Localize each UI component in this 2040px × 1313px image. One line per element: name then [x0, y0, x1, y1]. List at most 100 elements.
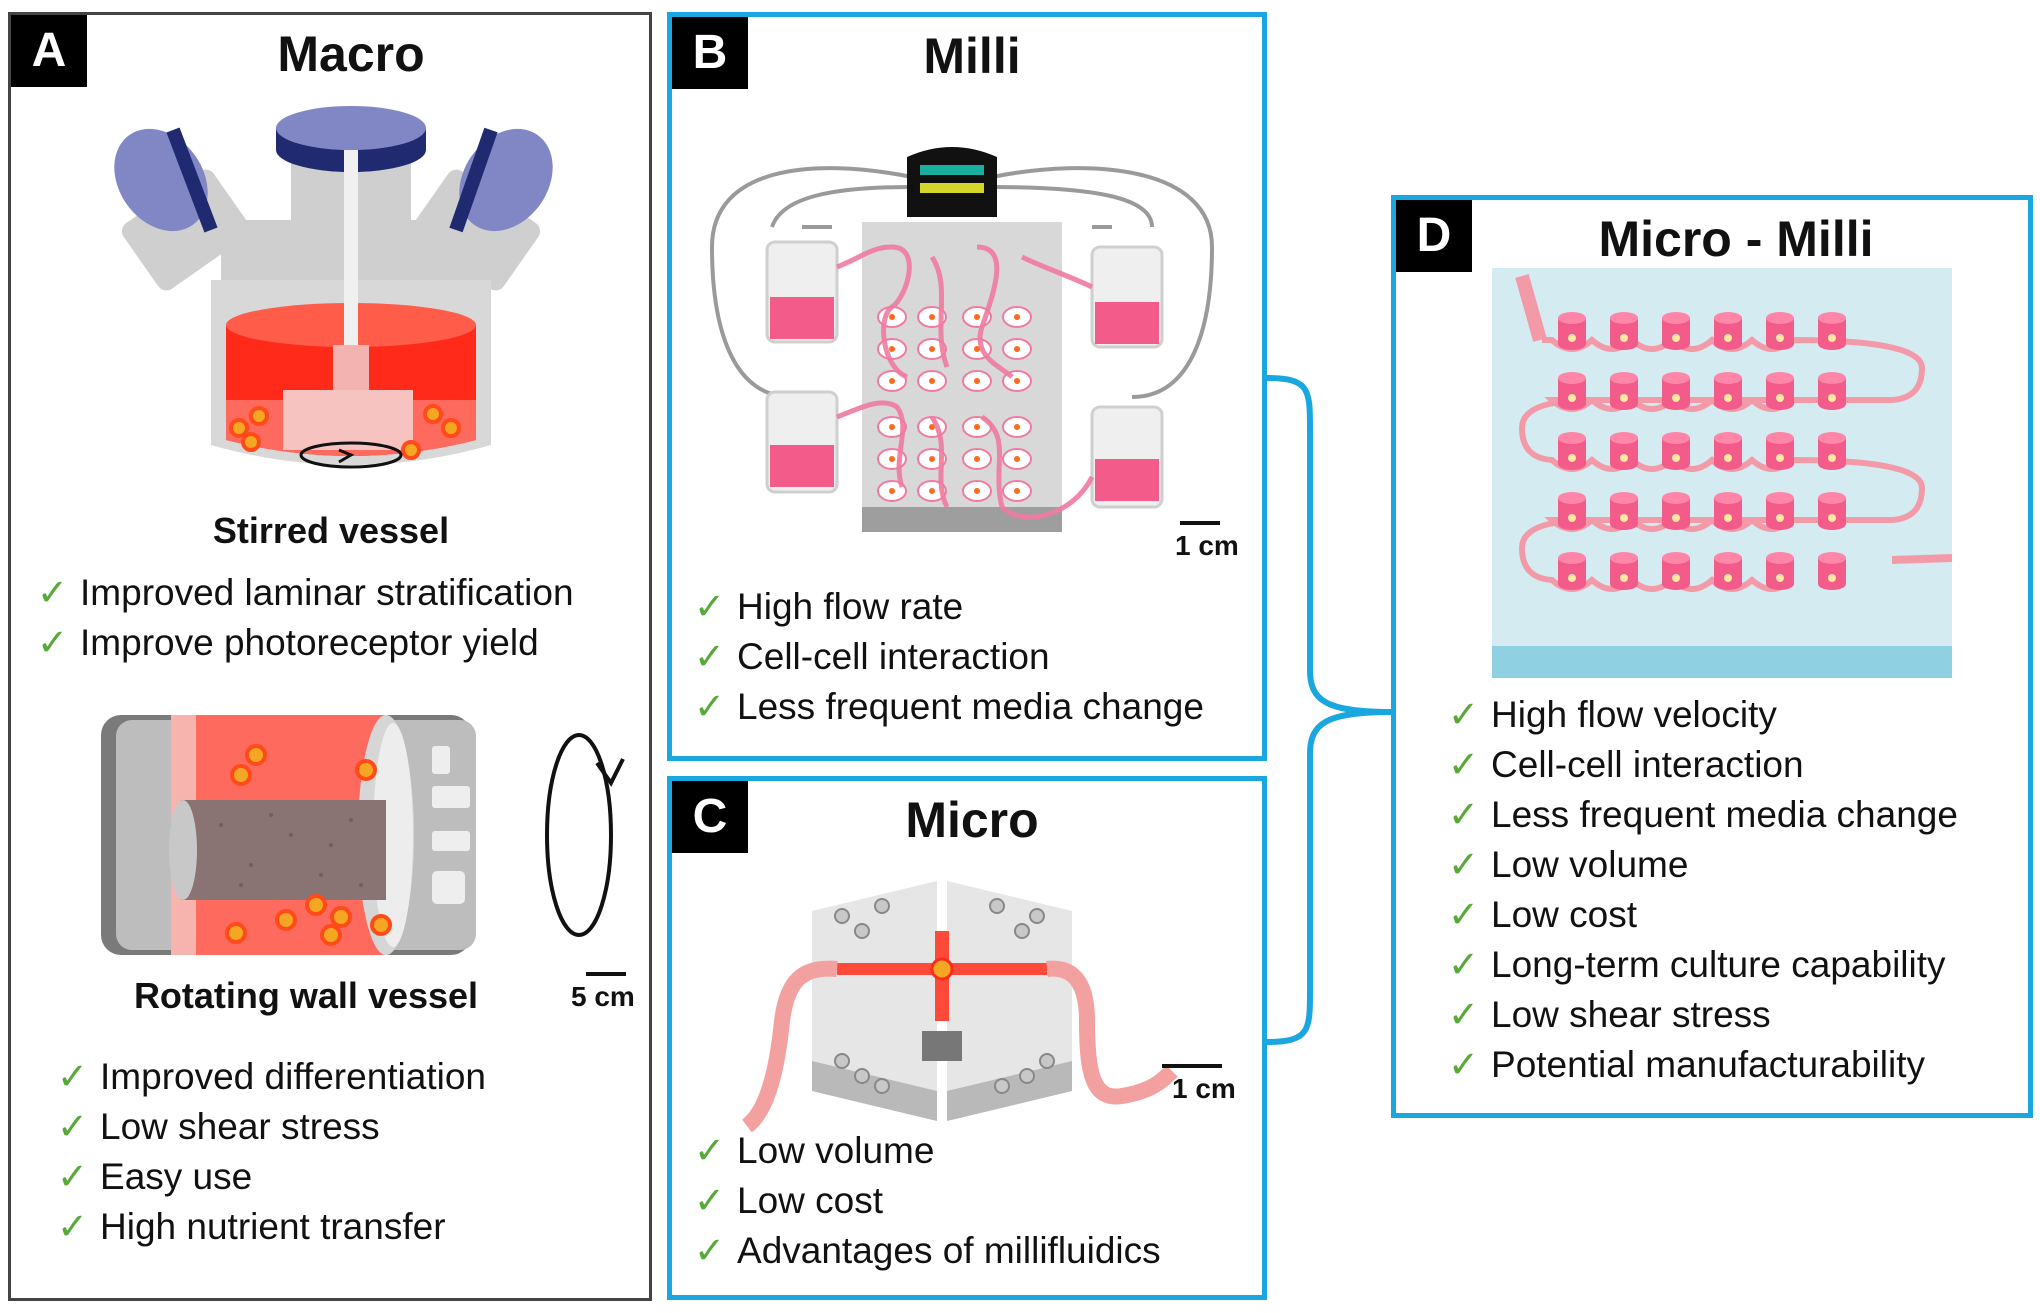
- rotating-wall-vessel-illustration: [101, 715, 625, 955]
- well-icon: [1002, 480, 1032, 502]
- well-icon: [1714, 312, 1742, 350]
- well-icon: [1610, 492, 1638, 530]
- list-item: ✓High flow velocity: [1448, 694, 1777, 735]
- list-item: ✓Advantages of millifluidics: [694, 1230, 1161, 1271]
- well-icon: [1662, 492, 1690, 530]
- well-icon: [1662, 432, 1690, 470]
- stirred-vessel-advantages: ✓Improved laminar stratification ✓Improv…: [37, 568, 574, 668]
- check-icon: ✓: [1448, 844, 1480, 885]
- well-icon: [1818, 432, 1846, 470]
- check-icon: ✓: [1448, 794, 1480, 835]
- well-icon: [1558, 312, 1586, 350]
- check-icon: ✓: [57, 1156, 89, 1197]
- list-item: ✓High flow rate: [694, 586, 964, 627]
- well-icon: [1818, 312, 1846, 350]
- panel-letter: D: [1396, 200, 1472, 272]
- well-icon: [962, 370, 992, 392]
- well-icon: [1002, 416, 1032, 438]
- well-icon: [1766, 432, 1794, 470]
- scale-label: 5 cm: [571, 981, 635, 1012]
- scale-label: 1 cm: [1175, 530, 1239, 561]
- list-item: ✓Long-term culture capability: [1448, 944, 1946, 985]
- rotating-wall-vessel-label: Rotating wall vessel: [133, 975, 479, 1016]
- check-icon: ✓: [1448, 994, 1480, 1035]
- well-icon: [1002, 338, 1032, 360]
- well-icon: [1610, 312, 1638, 350]
- micro-advantages: ✓Low volume ✓Low cost ✓Advantages of mil…: [694, 1126, 1161, 1276]
- well-icon: [917, 338, 947, 360]
- check-icon: ✓: [57, 1056, 89, 1097]
- panel-title: Macro: [277, 26, 425, 82]
- well-icon: [1714, 552, 1742, 590]
- check-icon: ✓: [1448, 894, 1480, 935]
- well-icon: [1714, 492, 1742, 530]
- panel-letter: B: [672, 17, 748, 89]
- check-icon: ✓: [37, 622, 69, 663]
- well-icon: [962, 416, 992, 438]
- well-icon: [1002, 306, 1032, 328]
- list-item: ✓Cell-cell interaction: [694, 636, 1050, 677]
- well-icon: [1714, 372, 1742, 410]
- well-icon: [1610, 432, 1638, 470]
- panel-title: Micro - Milli: [1598, 211, 1874, 267]
- check-icon: ✓: [694, 1230, 726, 1271]
- bracket-connector: [1266, 375, 1392, 1045]
- check-icon: ✓: [1448, 744, 1480, 785]
- check-icon: ✓: [694, 1180, 726, 1221]
- list-item: ✓Low cost: [1448, 894, 1638, 935]
- well-icon: [1818, 492, 1846, 530]
- stirred-vessel-label: Stirred vessel: [212, 510, 450, 551]
- well-icon: [917, 370, 947, 392]
- well-icon: [962, 306, 992, 328]
- list-item: ✓Improved laminar stratification: [37, 572, 574, 613]
- check-icon: ✓: [1448, 694, 1480, 735]
- milli-advantages: ✓High flow rate ✓Cell-cell interaction ✓…: [694, 582, 1204, 732]
- well-icon: [1558, 432, 1586, 470]
- list-item: ✓Cell-cell interaction: [1448, 744, 1804, 785]
- panel-title: Milli: [923, 28, 1021, 84]
- micro-milli-advantages: ✓High flow velocity ✓Cell-cell interacti…: [1448, 690, 1958, 1090]
- check-icon: ✓: [694, 1130, 726, 1171]
- panel-letter: A: [11, 15, 87, 87]
- well-icon: [1002, 448, 1032, 470]
- well-icon: [1558, 492, 1586, 530]
- well-icon: [1766, 492, 1794, 530]
- panel-title: Micro: [905, 792, 1039, 848]
- scale-bar-icon: [586, 972, 626, 976]
- well-icon: [1818, 372, 1846, 410]
- well-icon: [1766, 552, 1794, 590]
- panel-macro: A Macro Stirred: [8, 12, 652, 1301]
- well-icon: [1766, 312, 1794, 350]
- list-item: ✓Low shear stress: [1448, 994, 1771, 1035]
- check-icon: ✓: [694, 636, 726, 677]
- panel-milli: B Milli: [667, 12, 1267, 761]
- check-icon: ✓: [694, 586, 726, 627]
- well-icon: [1714, 432, 1742, 470]
- list-item: ✓Potential manufacturability: [1448, 1044, 1925, 1085]
- list-item: ✓High nutrient transfer: [57, 1206, 446, 1247]
- panel-micro-milli: D Micro - Milli ✓High flow velocity ✓Cel…: [1391, 195, 2033, 1118]
- list-item: ✓Improve photoreceptor yield: [37, 622, 539, 663]
- list-item: ✓Low volume: [694, 1130, 935, 1171]
- check-icon: ✓: [57, 1106, 89, 1147]
- well-icon: [877, 480, 907, 502]
- well-icon: [1818, 552, 1846, 590]
- micro-device-illustration: [741, 881, 1178, 1133]
- well-icon: [877, 416, 907, 438]
- list-item: ✓Easy use: [57, 1156, 253, 1197]
- panel-letter: C: [672, 781, 748, 853]
- list-item: ✓Low cost: [694, 1180, 884, 1221]
- list-item: ✓Low shear stress: [57, 1106, 380, 1147]
- list-item: ✓Improved differentiation: [57, 1056, 487, 1097]
- panel-micro: C Micro 1 cm ✓Low volume ✓Low cost ✓Adva…: [667, 776, 1267, 1300]
- list-item: ✓Low volume: [1448, 844, 1689, 885]
- rotating-wall-vessel-advantages: ✓Improved differentiation ✓Low shear str…: [57, 1052, 486, 1252]
- well-icon: [877, 370, 907, 392]
- milli-device-illustration: [709, 147, 1215, 532]
- micro-milli-device-illustration: [1492, 268, 1953, 678]
- check-icon: ✓: [37, 572, 69, 613]
- scale-bar-icon: [1180, 521, 1220, 525]
- well-icon: [1610, 552, 1638, 590]
- scale-label: 1 cm: [1172, 1073, 1236, 1104]
- check-icon: ✓: [694, 686, 726, 727]
